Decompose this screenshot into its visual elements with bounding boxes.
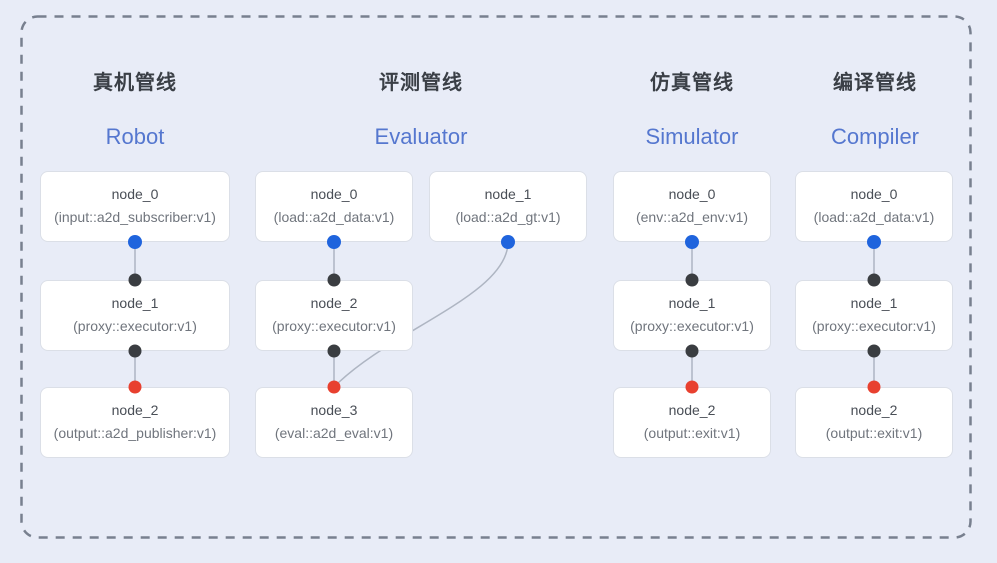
sink-port-dot-robot	[128, 380, 142, 394]
node-title: node_1	[668, 295, 716, 311]
proxy-out-port-dot-robot	[128, 344, 142, 358]
node-desc: (output::a2d_publisher:v1)	[53, 425, 217, 441]
node-desc: (proxy::executor:v1)	[73, 318, 197, 334]
pipeline-title-en-robot: Robot	[105, 124, 165, 149]
proxy-out-port-dot-simulator	[685, 344, 699, 358]
node-desc: (proxy::executor:v1)	[812, 318, 936, 334]
node-box-simulator-node1: node_1 (proxy::executor:v1)	[613, 280, 771, 351]
proxy-in-port-dot-robot	[128, 273, 142, 287]
pipeline-title-zh-evaluator: 评测管线	[379, 72, 463, 94]
pipeline-title-zh-robot: 真机管线	[93, 72, 177, 94]
proxy-in-port-dot-compiler	[867, 273, 881, 287]
node-box-evaluator-node2: node_2 (proxy::executor:v1)	[255, 280, 413, 351]
node-title: node_2	[310, 295, 358, 311]
proxy-in-port-dot-evaluator	[327, 273, 341, 287]
node-box-compiler-node1: node_1 (proxy::executor:v1)	[795, 280, 953, 351]
pipeline-title-zh-simulator: 仿真管线	[650, 72, 734, 94]
proxy-in-port-dot-simulator	[685, 273, 699, 287]
source-port-dot-evaluator-node0	[327, 235, 341, 249]
node-title: node_0	[111, 186, 159, 202]
node-desc: (eval::a2d_eval:v1)	[274, 425, 394, 441]
node-desc: (input::a2d_subscriber:v1)	[54, 209, 216, 225]
node-title: node_0	[850, 186, 898, 202]
source-port-dot-robot-node0	[128, 235, 142, 249]
source-port-dot-compiler-node0	[867, 235, 881, 249]
source-port-dot-simulator-node0	[685, 235, 699, 249]
proxy-out-port-dot-evaluator	[327, 344, 341, 358]
node-desc: (load::a2d_data:v1)	[813, 209, 935, 225]
pipeline-title-zh-compiler: 编译管线	[833, 72, 917, 94]
node-title: node_2	[668, 402, 716, 418]
link-evaluator-n1-n3-curve	[333, 241, 509, 388]
sink-port-dot-evaluator	[327, 380, 341, 394]
proxy-out-port-dot-compiler	[867, 344, 881, 358]
pipeline-title-en-evaluator: Evaluator	[374, 124, 468, 149]
node-title: node_1	[111, 295, 159, 311]
node-title: node_2	[111, 402, 159, 418]
sink-port-dot-compiler	[867, 380, 881, 394]
node-desc: (output::exit:v1)	[825, 425, 923, 441]
node-box-evaluator-node1: node_1 (load::a2d_gt:v1)	[429, 171, 587, 242]
node-desc: (proxy::executor:v1)	[630, 318, 754, 334]
sink-port-dot-simulator	[685, 380, 699, 394]
node-title: node_0	[310, 186, 358, 202]
node-box-evaluator-node3: node_3 (eval::a2d_eval:v1)	[255, 387, 413, 458]
node-box-robot-node2: node_2 (output::a2d_publisher:v1)	[40, 387, 230, 458]
node-box-robot-node0: node_0 (input::a2d_subscriber:v1)	[40, 171, 230, 242]
node-box-robot-node1: node_1 (proxy::executor:v1)	[40, 280, 230, 351]
pipeline-title-en-simulator: Simulator	[645, 124, 739, 149]
node-box-compiler-node2: node_2 (output::exit:v1)	[795, 387, 953, 458]
node-title: node_1	[850, 295, 898, 311]
node-box-simulator-node0: node_0 (env::a2d_env:v1)	[613, 171, 771, 242]
node-desc: (env::a2d_env:v1)	[635, 209, 749, 225]
node-title: node_2	[850, 402, 898, 418]
node-desc: (load::a2d_gt:v1)	[455, 209, 561, 225]
node-box-evaluator-node0: node_0 (load::a2d_data:v1)	[255, 171, 413, 242]
node-desc: (output::exit:v1)	[643, 425, 741, 441]
node-title: node_3	[310, 402, 358, 418]
source-port-dot-evaluator-node1	[501, 235, 515, 249]
node-desc: (proxy::executor:v1)	[272, 318, 396, 334]
node-title: node_1	[484, 186, 532, 202]
node-box-simulator-node2: node_2 (output::exit:v1)	[613, 387, 771, 458]
node-desc: (load::a2d_data:v1)	[273, 209, 395, 225]
node-box-compiler-node0: node_0 (load::a2d_data:v1)	[795, 171, 953, 242]
node-title: node_0	[668, 186, 716, 202]
dashed-frame	[20, 15, 972, 539]
pipeline-title-en-compiler: Compiler	[830, 124, 920, 149]
